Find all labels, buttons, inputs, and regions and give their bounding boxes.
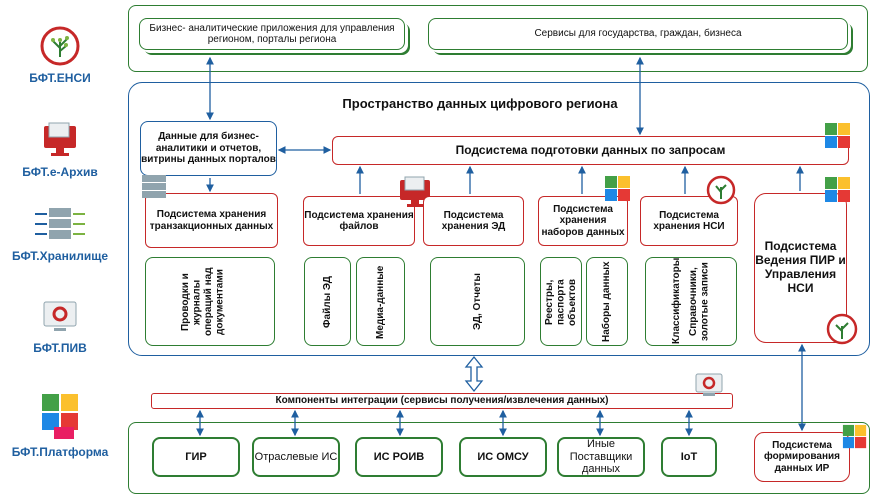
sidebar-label: БФТ.ЕНСИ	[29, 71, 91, 85]
sidebar-item-piv[interactable]: БФТ.ПИВ	[0, 296, 120, 355]
sidebar-label: БФТ.е-Архив	[22, 165, 98, 179]
services-box[interactable]: Сервисы для государства, граждан, бизнес…	[428, 18, 848, 50]
puzzle-icon	[825, 123, 850, 148]
source-omsu[interactable]: ИС ОМСУ	[459, 437, 547, 477]
source-label: ГИР	[185, 450, 207, 463]
source-roiv[interactable]: ИС РОИВ	[355, 437, 443, 477]
content-ed-files: Файлы ЭД	[304, 257, 351, 346]
content-registries: Реестры, паспорта объектов	[540, 257, 582, 346]
subsystem-label: Подсистема хранения файлов	[304, 209, 414, 233]
sidebar-item-earchive[interactable]: БФТ.е-Архив	[0, 120, 120, 179]
data-space-title: Пространство данных цифрового региона	[342, 96, 618, 111]
server-icon	[142, 175, 166, 198]
sidebar-item-platform[interactable]: БФТ.Платформа	[0, 392, 120, 459]
sidebar-label: БФТ.ПИВ	[33, 341, 87, 355]
source-label: ИС РОИВ	[373, 450, 425, 463]
bi-apps-box[interactable]: Бизнес- аналитические приложения для упр…	[139, 18, 405, 50]
bi-data-label: Данные для бизнес-аналитики и отчетов, в…	[141, 131, 276, 166]
sidebar: БФТ.ЕНСИ БФТ.е-Архив БФТ.Хранилище БФТ.П…	[0, 0, 120, 500]
subsystem-label: Подсистема хранения НСИ	[653, 209, 725, 233]
sidebar-label: БФТ.Платформа	[11, 445, 109, 459]
source-label: ИС ОМСУ	[477, 450, 529, 463]
source-label: IoT	[680, 450, 698, 463]
puzzle-icon	[842, 424, 867, 449]
subsystem-label: Подсистема хранения ЭД	[441, 209, 506, 233]
query-prep-box[interactable]: Подсистема подготовки данных по запросам	[332, 136, 849, 165]
subsystem-ed[interactable]: Подсистема хранения ЭД	[423, 196, 524, 246]
sidebar-item-ensi[interactable]: БФТ.ЕНСИ	[0, 26, 120, 85]
subsystem-label: Подсистема Ведения ПИР и Управления НСИ	[755, 239, 846, 295]
monitor-icon	[44, 122, 76, 156]
content-ed-reports: ЭД, Отчеты	[430, 257, 525, 346]
sidebar-item-storage[interactable]: БФТ.Хранилище	[0, 204, 120, 263]
subsystem-label: Подсистема хранения наборов данных	[541, 203, 625, 238]
content-transactional: Проводки и журналы операций над документ…	[145, 257, 275, 346]
gear-monitor-icon	[43, 301, 77, 331]
content-media: Медиа-данные	[356, 257, 405, 346]
query-prep-label: Подсистема подготовки данных по запросам	[455, 142, 726, 157]
puzzle-icon	[42, 394, 78, 439]
source-industry[interactable]: Отраслевые ИС	[252, 437, 340, 477]
gear-monitor-icon	[695, 373, 723, 396]
tree-icon	[826, 313, 858, 345]
source-iot[interactable]: IoT	[661, 437, 717, 477]
source-label: Подсистема формирования данных ИР	[763, 439, 841, 474]
subsystem-label: Подсистема хранения транзакционных данны…	[149, 209, 274, 232]
double-arrow	[464, 355, 484, 393]
puzzle-icon	[605, 176, 630, 201]
bi-apps-label: Бизнес- аналитические приложения для упр…	[149, 22, 395, 46]
source-gir[interactable]: ГИР	[152, 437, 240, 477]
integration-label: Компоненты интеграции (сервисы получения…	[275, 395, 609, 407]
content-data-sets: Наборы данных	[586, 257, 628, 346]
sidebar-label: БФТ.Хранилище	[12, 249, 108, 263]
integration-bar[interactable]: Компоненты интеграции (сервисы получения…	[151, 393, 733, 409]
subsystem-nsi[interactable]: Подсистема хранения НСИ	[640, 196, 738, 246]
server-icon	[35, 208, 85, 239]
tree-icon	[40, 26, 80, 66]
source-label: Иные Поставщики данных	[569, 438, 633, 476]
monitor-icon	[400, 176, 430, 207]
services-label: Сервисы для государства, граждан, бизнес…	[534, 28, 742, 40]
bi-data-box[interactable]: Данные для бизнес-аналитики и отчетов, в…	[140, 121, 277, 176]
source-formation[interactable]: Подсистема формирования данных ИР	[754, 432, 850, 482]
source-other[interactable]: Иные Поставщики данных	[557, 437, 645, 477]
content-nsi: Классификаторы Справочники, золотые запи…	[645, 257, 737, 346]
puzzle-icon	[825, 177, 850, 202]
subsystem-transactional[interactable]: Подсистема хранения транзакционных данны…	[145, 193, 278, 248]
subsystem-files[interactable]: Подсистема хранения файлов	[303, 196, 415, 246]
source-label: Отраслевые ИС	[254, 450, 338, 463]
tree-icon	[706, 175, 736, 205]
subsystem-datasets[interactable]: Подсистема хранения наборов данных	[538, 196, 628, 246]
